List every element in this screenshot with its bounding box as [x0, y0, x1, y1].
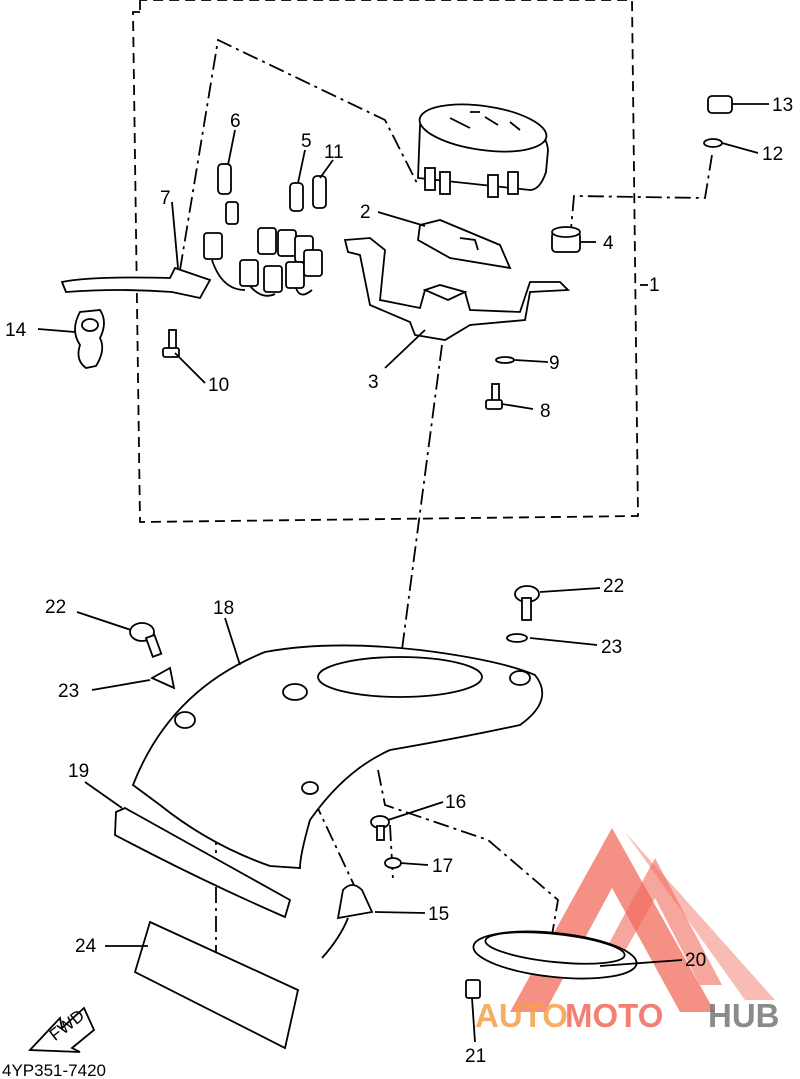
screw-22-right: [514, 585, 540, 621]
callout-22-right: 22: [603, 576, 624, 597]
callout-23-left: 23: [58, 681, 79, 702]
callout-9: 9: [549, 353, 560, 374]
callout-8: 8: [540, 401, 551, 422]
emblem-plate: [133, 920, 300, 1050]
callout-23-right: 23: [601, 637, 622, 658]
callout-22-left: 22: [45, 597, 66, 618]
assembly-boundary: [132, 0, 639, 523]
callout-19: 19: [68, 761, 89, 782]
callout-3: 3: [368, 372, 379, 393]
callout-14: 14: [5, 320, 27, 341]
gauge-plate: [417, 219, 512, 270]
nut-13: [707, 95, 733, 114]
callout-4: 4: [603, 233, 614, 254]
callout-21: 21: [465, 1046, 486, 1067]
watermark-text-auto: AUTO: [475, 997, 568, 1034]
screw-16: [370, 815, 390, 841]
washer-23-right: [506, 633, 528, 643]
callout-24: 24: [75, 936, 97, 957]
speedometer-gauge[interactable]: [417, 97, 550, 198]
callout-labels: 1 2 3 4 5 6 7 8 9 10 11 12 13 14 15 16 1…: [5, 95, 793, 1067]
meter-cover[interactable]: [131, 644, 544, 869]
meter-bracket: [343, 237, 571, 341]
callout-13: 13: [772, 95, 793, 116]
callout-7: 7: [160, 188, 171, 209]
bulb-socket-15: [321, 884, 374, 959]
weatherstrip: [114, 806, 292, 919]
washer-12: [703, 138, 723, 148]
callout-6: 6: [230, 111, 241, 132]
washer-17: [384, 857, 402, 869]
callout-2: 2: [360, 202, 371, 223]
washer-23-left: [150, 666, 176, 690]
fwd-arrow-icon: FWD: [27, 1006, 96, 1053]
meter-wire-harness: [60, 266, 212, 300]
diagram-code: 4YP351-7420: [2, 1061, 106, 1079]
wire-clamp: [74, 309, 105, 369]
watermark-text-hub: HUB: [708, 997, 780, 1034]
callout-12: 12: [762, 144, 783, 165]
screw-22-left: [129, 622, 163, 658]
watermark-text-moto: MOTO: [565, 997, 663, 1034]
callout-18: 18: [213, 598, 234, 619]
callout-1: 1: [649, 275, 660, 296]
callout-17: 17: [432, 856, 453, 877]
screw-8: [485, 383, 503, 410]
screw-10: [162, 329, 180, 358]
grommet: [551, 226, 581, 253]
callout-11: 11: [324, 142, 344, 163]
trim-ring-20: [472, 930, 638, 980]
callout-16: 16: [445, 792, 466, 813]
callout-10: 10: [208, 375, 229, 396]
callout-5: 5: [301, 131, 312, 152]
callout-20: 20: [685, 950, 706, 971]
leader-lines: [37, 103, 769, 1043]
clip-21: [465, 979, 481, 999]
washer-9: [495, 356, 515, 364]
bulb-socket-cluster: [203, 163, 327, 297]
callout-15: 15: [428, 904, 449, 925]
